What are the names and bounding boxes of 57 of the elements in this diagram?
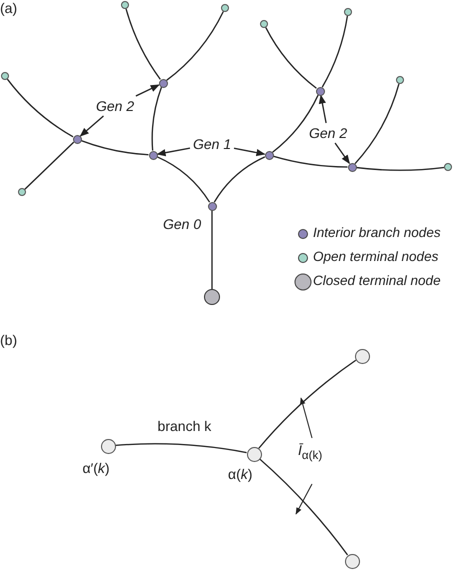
branch-node (264, 150, 274, 160)
open-terminal-node (221, 4, 229, 12)
branch-node (316, 86, 324, 96)
branch-line (214, 156, 266, 202)
legend-label: Interior branch nodes (313, 225, 441, 240)
legend-label: Open terminal nodes (313, 249, 438, 264)
branch-line (259, 458, 348, 556)
branch-node (208, 202, 216, 210)
edge-label: branch k (158, 418, 212, 434)
branch-line (354, 84, 400, 164)
generation-label: Gen 1 (192, 136, 232, 152)
generation-label: Gen 0 (163, 216, 202, 232)
branch-node (148, 150, 158, 160)
leader-arrow (136, 84, 160, 97)
node-label: α′(k) (82, 460, 110, 476)
branch-line (272, 94, 319, 153)
node-circle (100, 438, 116, 454)
leader-arrow (234, 148, 266, 156)
node-circle (246, 446, 262, 462)
open-terminal-node (344, 8, 352, 16)
closed-terminal-node (204, 289, 220, 305)
open-terminal-node (260, 20, 268, 28)
generation-label: Gen 2 (95, 98, 136, 114)
branch-node (348, 162, 356, 172)
leader-arrow (334, 142, 350, 164)
panel-label: (a) (0, 0, 18, 16)
generation-label: Gen 2 (308, 125, 348, 141)
branch-node (72, 134, 82, 144)
node-label: α(k) (228, 466, 252, 482)
branch-node (158, 78, 168, 88)
node-circle (344, 554, 360, 568)
branch-line (322, 16, 348, 88)
legend-label: Closed terminal node (313, 273, 441, 288)
branch-line (156, 156, 210, 203)
branch-line (265, 27, 317, 89)
node-circle (354, 348, 370, 364)
branch-line (273, 156, 348, 168)
open-terminal-node (121, 1, 129, 9)
branch-line (258, 360, 356, 449)
leader-arrow (156, 147, 190, 156)
branch-line (125, 8, 161, 80)
branch-line (152, 87, 162, 151)
branch-line (356, 166, 444, 171)
panel-label: (b) (0, 332, 18, 348)
branch-line (211, 210, 213, 289)
open-terminal-node (396, 76, 404, 84)
branch-line (115, 443, 247, 454)
branch-line (166, 11, 224, 81)
leader-arrow (80, 116, 104, 137)
leader-arrow (318, 94, 327, 124)
branch-line (24, 142, 74, 190)
angle-label: Ī$_{α(k)}$ (298, 442, 322, 462)
open-terminal-node (1, 72, 9, 80)
branch-line (6, 78, 74, 138)
open-terminal-node (444, 163, 452, 171)
branch-line (80, 140, 149, 156)
open-terminal-node (18, 188, 26, 196)
